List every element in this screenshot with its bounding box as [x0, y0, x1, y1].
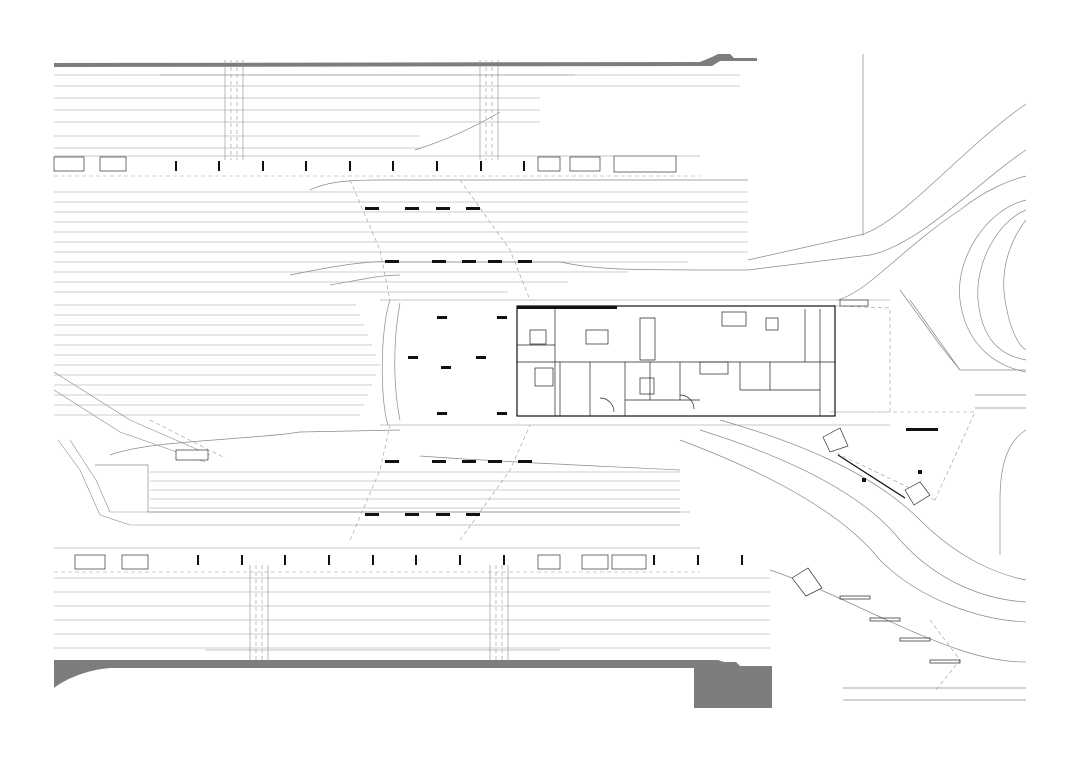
south-platform-row: [54, 547, 743, 573]
concourse-curves: [95, 111, 749, 541]
north-track-group: [54, 74, 748, 416]
platform-furniture: [365, 207, 532, 516]
west-diagonal-platforms: [53, 371, 690, 526]
north-platform-row: [53, 155, 700, 177]
east-plaza-features: [791, 427, 961, 664]
road-curves: [679, 54, 1027, 701]
south-track-group: [54, 471, 770, 651]
top-boundary-mass: [54, 54, 757, 67]
station-hall-outline: [380, 299, 891, 426]
bottom-boundary-mass: [54, 660, 772, 708]
footbridge-crossings: [224, 60, 509, 665]
station-building-floorplan: [516, 305, 836, 417]
